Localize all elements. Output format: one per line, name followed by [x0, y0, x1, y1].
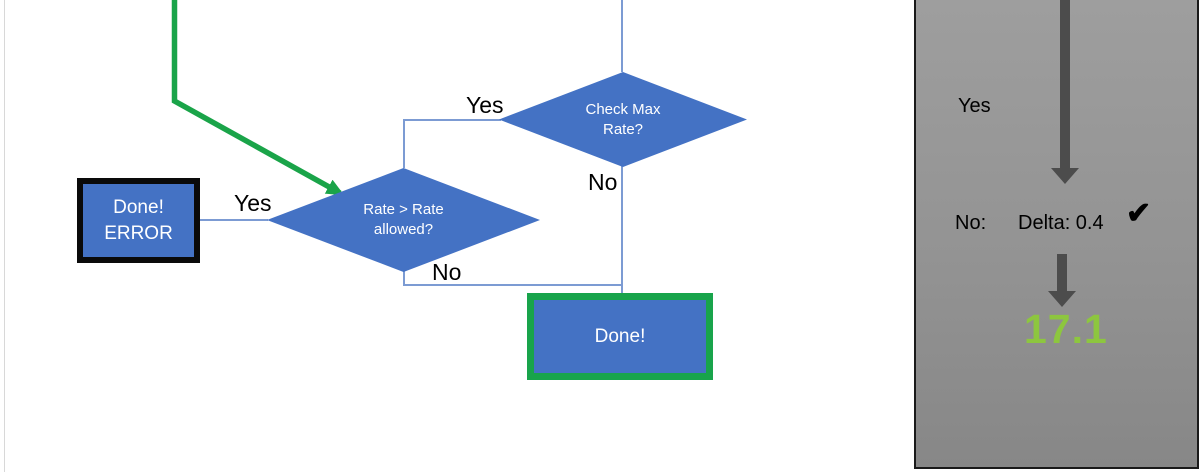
side-panel: Yes No: Delta: 0.4 ✔ 17.1	[914, 0, 1199, 469]
terminal-done-box: Done!	[527, 293, 713, 380]
decision-check-max-rate: Check Max Rate?	[499, 72, 747, 167]
down-arrow-bottom-icon	[1057, 254, 1067, 291]
terminal-done-label: Done!	[594, 325, 646, 347]
connector-rate-yes-to-done-error	[199, 219, 268, 221]
down-arrow-top-icon	[1060, 0, 1070, 168]
checkmark-icon: ✔	[1126, 197, 1152, 230]
down-arrow-top-head-icon	[1051, 168, 1079, 184]
connector-check-max-yes-vertical	[403, 119, 405, 168]
terminal-done-error-box: Done! ERROR	[77, 178, 200, 263]
connector-rate-no-horizontal	[403, 284, 623, 286]
decision-check-max-rate-label-line2: Rate?	[602, 120, 644, 138]
decision-rate-allowed-label-line1: Rate > Rate	[363, 201, 444, 218]
green-path-arrow-icon	[171, 0, 345, 196]
edge-label-check-max-yes: Yes	[466, 92, 504, 118]
down-arrow-bottom-head-icon	[1048, 291, 1076, 307]
connector-check-max-yes-horizontal	[403, 119, 501, 121]
edge-label-rate-allowed-yes: Yes	[234, 190, 272, 216]
side-panel-yes-label: Yes	[958, 95, 991, 117]
connector-top-to-check-max	[621, 0, 623, 72]
terminal-done-error-line1: Done!	[113, 196, 164, 218]
connector-rate-no-vertical	[403, 271, 405, 285]
decision-rate-allowed-label-line2: allowed?	[373, 221, 434, 238]
terminal-done-error-line2: ERROR	[104, 222, 173, 244]
decision-check-max-rate-label-line1: Check Max	[585, 100, 661, 118]
result-value: 17.1	[1024, 306, 1108, 352]
connector-check-max-no-vertical	[621, 166, 623, 293]
edge-label-check-max-no: No	[588, 169, 618, 195]
slide-edge-line	[4, 0, 5, 472]
side-panel-delta-value: Delta: 0.4	[1018, 212, 1104, 234]
edge-label-rate-allowed-no: No	[432, 259, 462, 285]
side-panel-no-label: No:	[955, 212, 987, 234]
